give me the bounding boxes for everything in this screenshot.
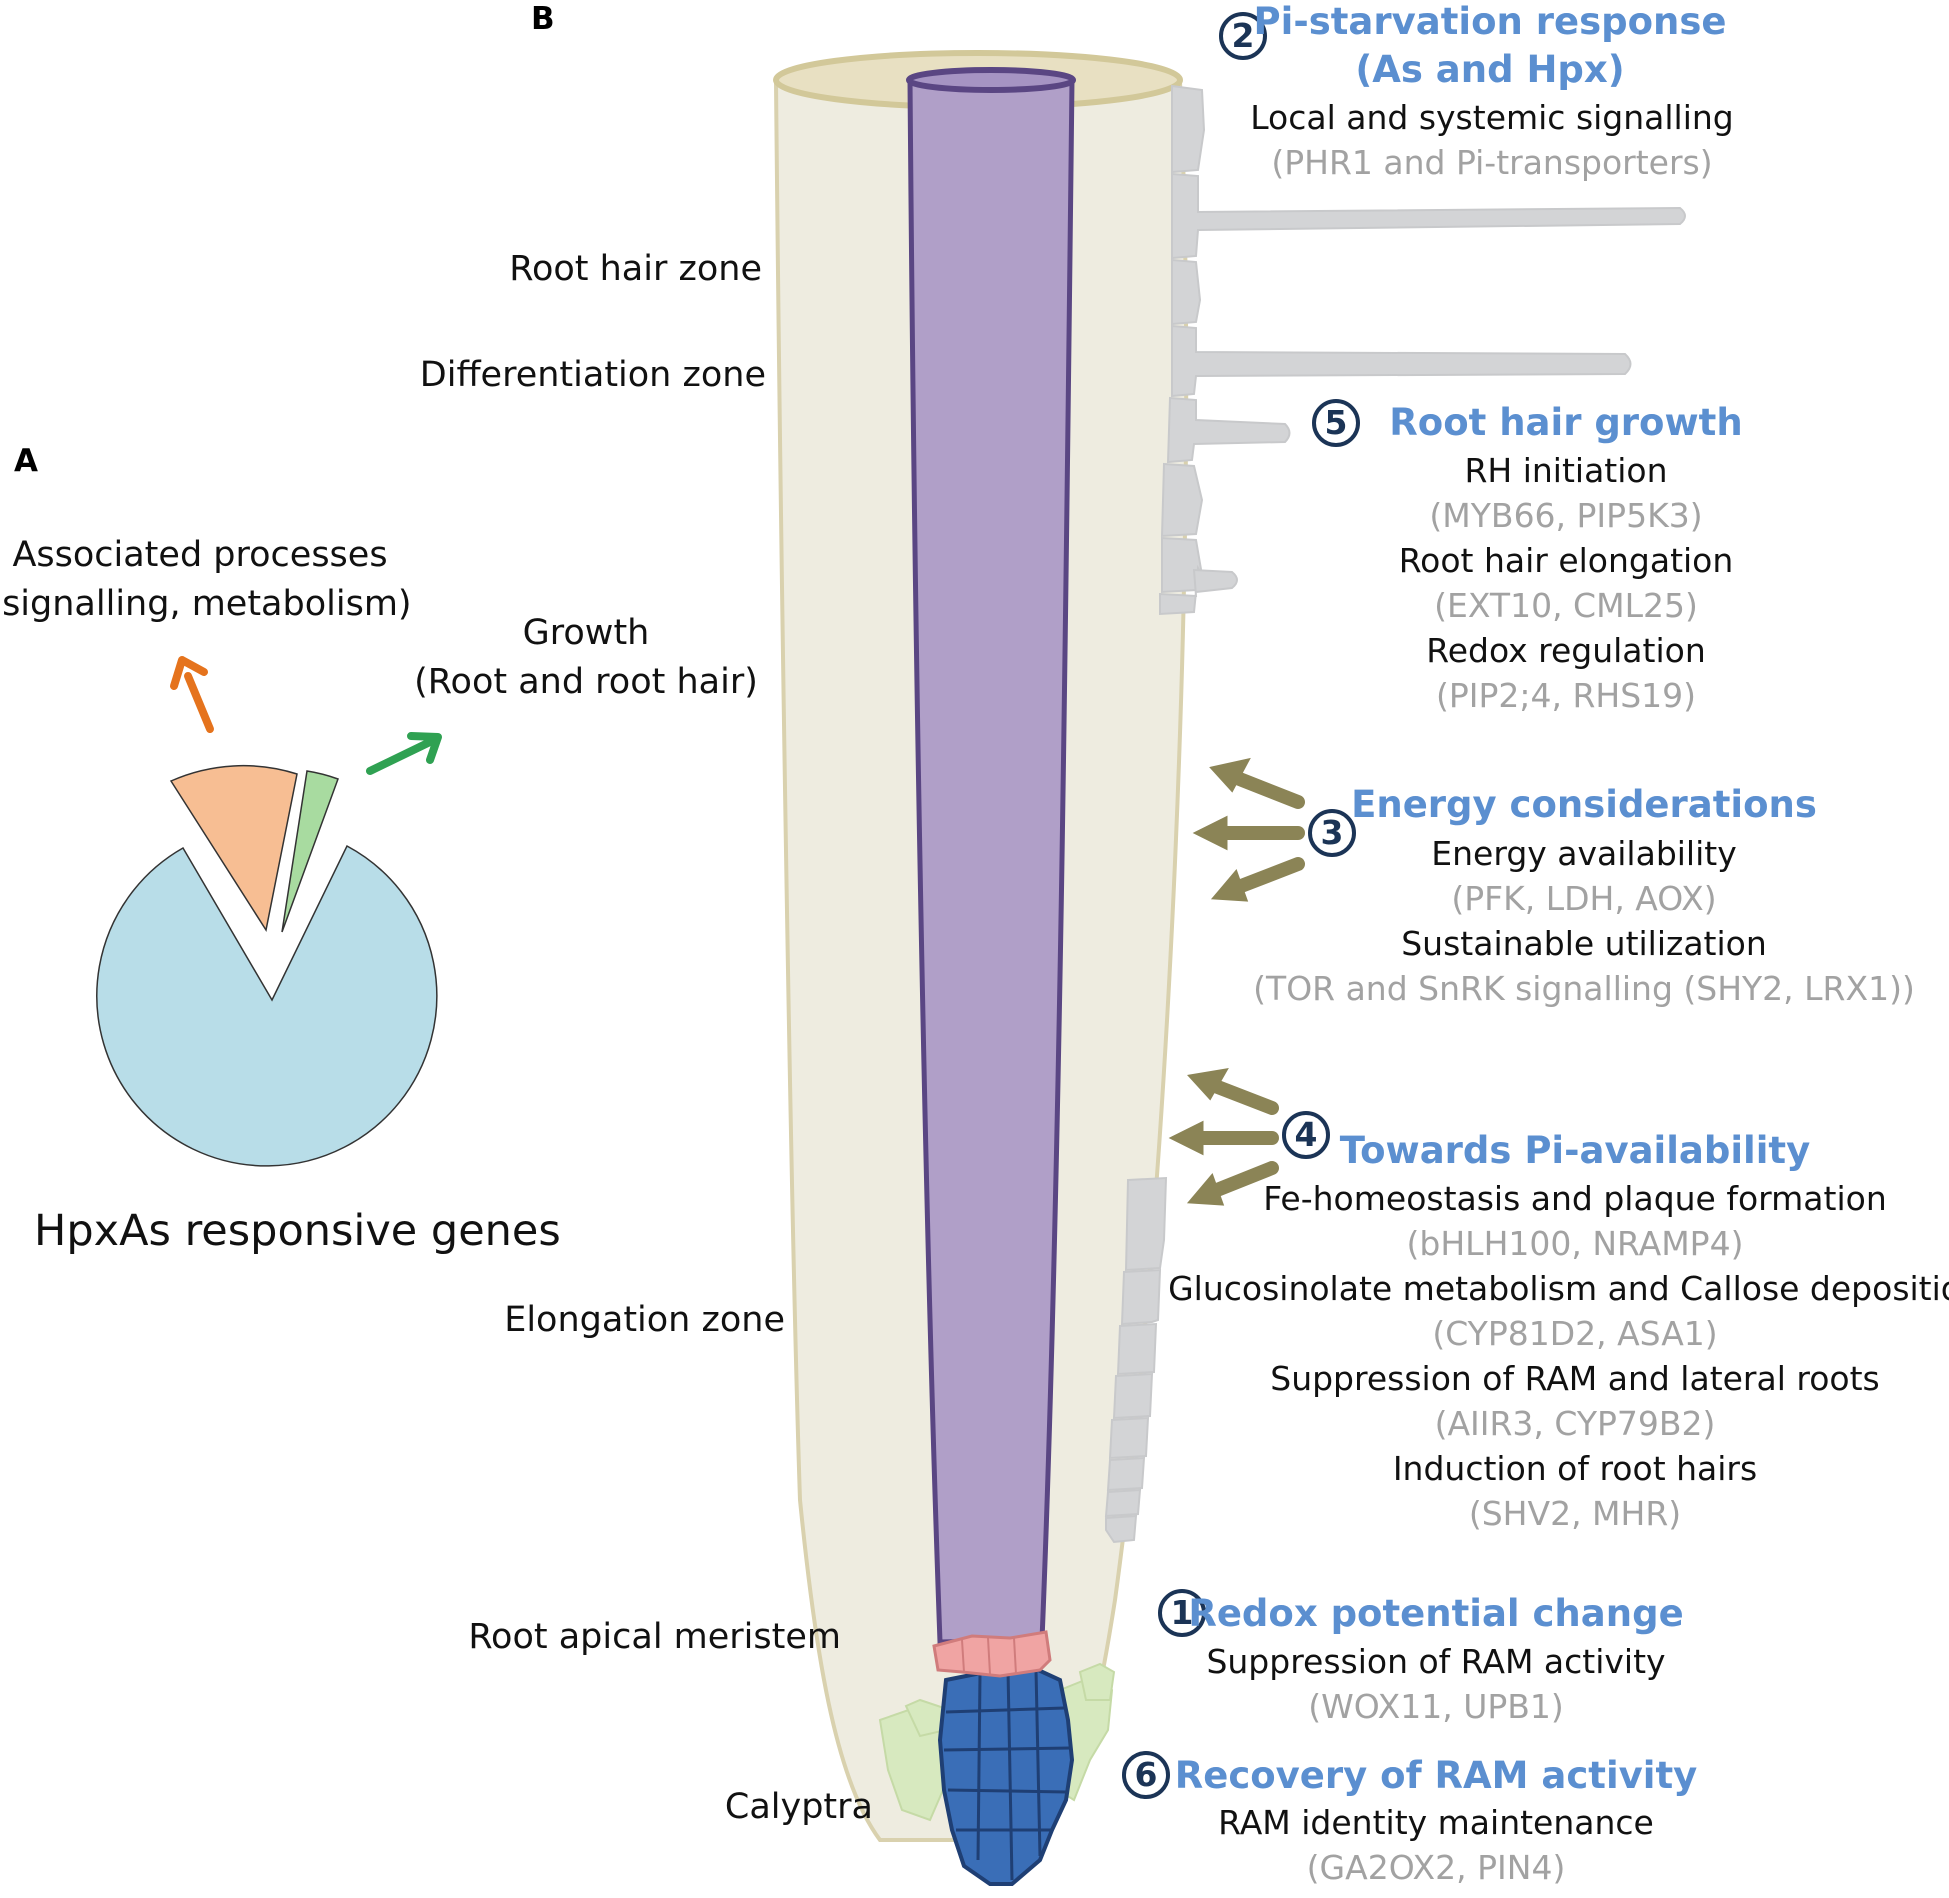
- pi-availability-genes: (bHLH100, NRAMP4): [1406, 1224, 1744, 1263]
- pi-availability-title: Towards Pi-availability: [1339, 1129, 1811, 1172]
- energy-arrows: [1192, 757, 1305, 902]
- redox-title: Redox potential change: [1188, 1592, 1684, 1635]
- number-circle-2: 2: [1219, 12, 1267, 60]
- recovery-title: Recovery of RAM activity: [1174, 1754, 1698, 1797]
- root-hair-growth-line: Root hair elongation: [1398, 541, 1734, 580]
- root-hair-growth-line: RH initiation: [1464, 451, 1668, 490]
- redox-genes: (WOX11, UPB1): [1308, 1687, 1564, 1726]
- pi-availability-line: Glucosinolate metabolism and Callose dep…: [1168, 1269, 1949, 1308]
- growth-label: Growth: [522, 613, 650, 653]
- number-circle-4: 4: [1282, 1111, 1330, 1159]
- pi-availability-line: Fe-homeostasis and plaque formation: [1263, 1179, 1887, 1218]
- recovery-genes: (GA2OX2, PIN4): [1306, 1848, 1566, 1887]
- pi-starvation-genes: (PHR1 and Pi-transporters): [1271, 143, 1713, 182]
- pie-slice-responsive: [96, 844, 438, 1167]
- pie-slice-associated: [169, 764, 298, 932]
- energy-line: Energy availability: [1431, 834, 1737, 873]
- redox-line: Suppression of RAM activity: [1206, 1642, 1666, 1681]
- pi-availability-genes: (AIIR3, CYP79B2): [1434, 1404, 1716, 1443]
- energy-genes: (TOR and SnRK signalling (SHY2, LRX1)): [1253, 969, 1915, 1008]
- root-hair-growth-genes: (PIP2;4, RHS19): [1435, 676, 1697, 715]
- energy-genes: (PFK, LDH, AOX): [1451, 879, 1717, 918]
- pi-availability-genes: (SHV2, MHR): [1468, 1494, 1682, 1533]
- vascular-cylinder: [907, 77, 1075, 1645]
- associated-processes-label: Associated processes: [12, 535, 388, 575]
- vascular-top: [906, 67, 1076, 93]
- root-hair-growth-title: Root hair growth: [1389, 401, 1743, 444]
- calyptra-inner: [937, 1665, 1075, 1886]
- recovery-line: RAM identity maintenance: [1218, 1803, 1654, 1842]
- root-hair-growth-genes: (MYB66, PIP5K3): [1429, 496, 1703, 535]
- panel-label-a: A: [14, 443, 38, 479]
- panel-label-b: B: [531, 1, 555, 37]
- associated-arrow: [170, 656, 214, 733]
- zone-label-differentiation: Differentiation zone: [419, 355, 766, 395]
- pi-starvation-title-line2: (As and Hpx): [1355, 48, 1625, 91]
- number-circle-1: 1: [1158, 1589, 1206, 1637]
- meristem-cell-walls: [961, 1637, 1017, 1675]
- pie-caption: HpxAs responsive genes: [34, 1206, 561, 1256]
- number-circle-5: 5: [1312, 399, 1360, 447]
- pi-starvation-line: Local and systemic signalling: [1250, 98, 1734, 137]
- pi-availability-line: Suppression of RAM and lateral roots: [1270, 1359, 1880, 1398]
- associated-processes-sublabel: (signalling, metabolism): [0, 584, 412, 624]
- energy-title: Energy considerations: [1351, 783, 1817, 826]
- zone-label-elongation: Elongation zone: [504, 1300, 785, 1340]
- root-hair-growth-genes: (EXT10, CML25): [1434, 586, 1698, 625]
- pi-availability-line: Induction of root hairs: [1392, 1449, 1758, 1488]
- growth-arrow: [366, 732, 442, 775]
- pi-availability-arrows: [1168, 1068, 1279, 1206]
- zone-label-root-hair: Root hair zone: [509, 249, 762, 289]
- growth-sublabel: (Root and root hair): [414, 662, 758, 702]
- pi-availability-genes: (CYP81D2, ASA1): [1432, 1314, 1718, 1353]
- number-circle-3: 3: [1308, 809, 1356, 857]
- elongation-cells: [1104, 1176, 1168, 1544]
- energy-line: Sustainable utilization: [1401, 924, 1767, 963]
- zone-label-meristem: Root apical meristem: [468, 1617, 841, 1657]
- zone-label-calyptra: Calyptra: [724, 1787, 873, 1827]
- pie-slice-growth: [281, 770, 339, 933]
- pi-starvation-title: Pi-starvation response: [1253, 0, 1727, 43]
- root-hair-cells: [1159, 84, 1686, 616]
- number-circle-6: 6: [1122, 1751, 1170, 1799]
- root-hair-growth-line: Redox regulation: [1426, 631, 1706, 670]
